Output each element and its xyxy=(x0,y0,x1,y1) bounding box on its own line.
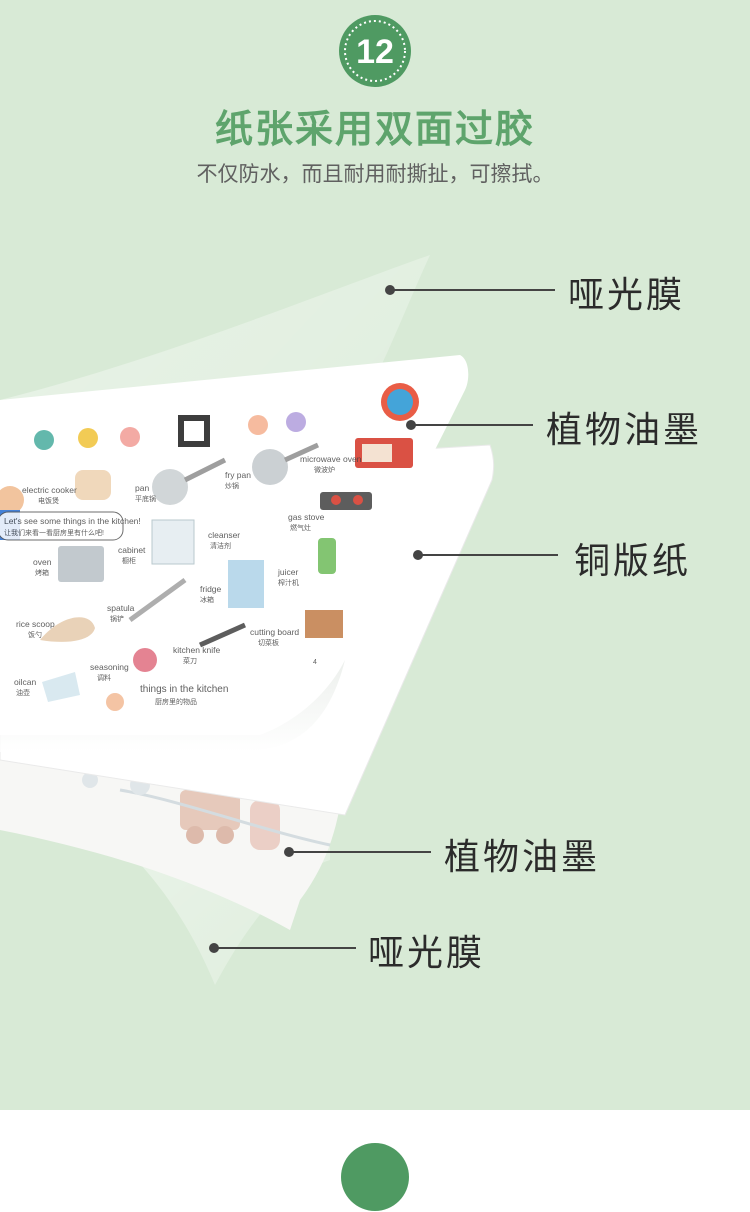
item-label: fridge xyxy=(200,584,222,594)
item-label-cn: 饭勺 xyxy=(28,630,42,639)
feature-panel: 12 纸张采用双面过胶 不仅防水，而且耐用耐撕扯，可擦拭。 xyxy=(0,0,750,1110)
layer-label-coated-paper: 铜版纸 xyxy=(574,541,692,582)
page-heading: things in the kitchen xyxy=(140,684,228,695)
page-heading-cn: 厨房里的物品 xyxy=(155,697,197,706)
page-labels: Let's see some things in the kitchen! 让我… xyxy=(0,454,362,706)
item-label-cn: 调料 xyxy=(97,673,111,682)
item-label: seasoning xyxy=(90,662,129,672)
item-label: rice scoop xyxy=(16,619,55,629)
item-label-cn: 冰箱 xyxy=(200,595,214,604)
item-label: microwave oven xyxy=(300,454,362,464)
item-label-cn: 油壶 xyxy=(16,688,30,697)
leader-line xyxy=(390,289,555,291)
item-label-cn: 电饭煲 xyxy=(38,496,59,505)
item-label: electric cooker xyxy=(22,485,77,495)
item-label-cn: 榨汁机 xyxy=(278,578,299,587)
layer-label-ink-bottom: 植物油墨 xyxy=(444,837,601,878)
leader-line xyxy=(411,424,533,426)
layer-illustration: Let's see some things in the kitchen! 让我… xyxy=(0,255,495,985)
layer-label-matte-film-top: 哑光膜 xyxy=(568,275,686,316)
item-label-cn: 菜刀 xyxy=(183,656,197,665)
item-label-cn: 橱柜 xyxy=(122,556,136,565)
layer-label-ink-top: 植物油墨 xyxy=(546,410,703,451)
next-section-badge xyxy=(341,1143,409,1211)
leader-line xyxy=(289,851,431,853)
item-label: kitchen knife xyxy=(173,645,221,655)
underside-art xyxy=(82,772,331,850)
item-label-cn: 清洁剂 xyxy=(210,541,231,550)
leader-line xyxy=(418,554,558,556)
number-badge: 12 xyxy=(339,15,411,87)
item-label-cn: 微波炉 xyxy=(314,465,335,474)
item-label: gas stove xyxy=(288,512,325,522)
page-number: 4 xyxy=(313,659,317,666)
layer-label-matte-film-bottom: 哑光膜 xyxy=(368,933,486,974)
page-shadow xyxy=(0,660,345,752)
item-label: cleanser xyxy=(208,530,240,540)
item-label-cn: 燃气灶 xyxy=(290,523,311,532)
item-label: juicer xyxy=(277,567,298,577)
item-label: fry pan xyxy=(225,470,251,480)
item-label-cn: 切菜板 xyxy=(258,638,279,647)
speech-text: Let's see some things in the kitchen! xyxy=(4,516,141,526)
item-label: cutting board xyxy=(250,627,299,637)
item-label-cn: 烤箱 xyxy=(35,568,49,577)
item-label-cn: 锅铲 xyxy=(110,614,124,623)
page-icons xyxy=(0,383,419,711)
page-subtitle: 不仅防水，而且耐用耐撕扯，可擦拭。 xyxy=(196,162,554,186)
leader-line xyxy=(214,947,356,949)
item-label-cn: 平底锅 xyxy=(135,494,156,503)
top-film xyxy=(0,255,430,720)
item-label: oven xyxy=(33,557,52,567)
speech-text-cn: 让我们来看一看厨房里有什么吧! xyxy=(4,528,104,537)
page-title: 纸张采用双面过胶 xyxy=(214,107,535,151)
item-label-cn: 炒锅 xyxy=(225,481,239,490)
item-label: pan xyxy=(135,483,149,493)
item-label: spatula xyxy=(107,603,135,613)
item-label: cabinet xyxy=(118,545,146,555)
badge-number: 12 xyxy=(356,33,394,71)
item-label: oilcan xyxy=(14,677,36,687)
